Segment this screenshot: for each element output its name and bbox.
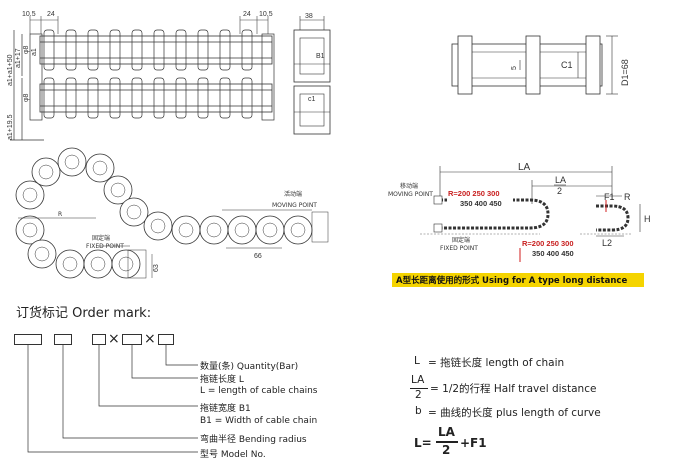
legend-b-text: = 曲线的长度 plus length of curve bbox=[428, 407, 601, 419]
label-fixed-cn-b: 固定端 bbox=[452, 236, 470, 244]
dim-d1-68: D1=68 bbox=[620, 59, 630, 86]
order-line-width-cn: 拖链宽度 B1 bbox=[200, 404, 251, 414]
dim-a1: a1 bbox=[31, 48, 38, 56]
r-values-top-2: 350 400 450 bbox=[460, 199, 502, 208]
r-values-bot-2: 350 400 450 bbox=[532, 249, 574, 258]
order-times-1: × bbox=[108, 331, 120, 347]
label-moving-cn-b: 移动端 bbox=[400, 182, 418, 190]
dim-66: 66 bbox=[254, 253, 262, 260]
legend-la-num: LA bbox=[411, 374, 425, 386]
dim-c1: c1 bbox=[308, 96, 316, 103]
dim-a1-a1-50: a1+a1+50 bbox=[7, 54, 14, 86]
order-line-quantity: 数量(条) Quantity(Bar) bbox=[200, 362, 299, 372]
dim-38: 38 bbox=[305, 13, 313, 20]
order-box-length bbox=[122, 334, 142, 345]
type-a-banner-text: A型长距离使用的形式 Using for A type long distanc… bbox=[396, 276, 628, 286]
dim-h: H bbox=[644, 214, 651, 224]
type-a-banner bbox=[392, 273, 644, 287]
dim-24-right: 24 bbox=[243, 11, 251, 18]
dim-f1: F1 bbox=[604, 192, 615, 202]
dim-phi8-b: φ8 bbox=[23, 93, 30, 102]
legend-b-symbol: b bbox=[415, 405, 422, 417]
order-line-length-en: L = length of cable chains bbox=[200, 386, 318, 396]
order-line-width-en: B1 = Width of cable chain bbox=[200, 416, 318, 426]
label-moving-cn: 活动端 bbox=[284, 190, 302, 198]
legend-la-text: = 1/2的行程 Half travel distance bbox=[430, 383, 597, 395]
dim-l2: L2 bbox=[602, 238, 612, 248]
formula-right: +F1 bbox=[460, 436, 487, 450]
r-values-top-1: R=200 250 300 bbox=[448, 189, 500, 198]
dim-10-5-left: 10.5 bbox=[22, 11, 36, 18]
dim-a1-plus-17: a1+17 bbox=[15, 48, 22, 68]
dim-b1: B1 bbox=[316, 53, 325, 60]
formula-left: L= bbox=[414, 436, 432, 450]
label-fixed-cn: 固定端 bbox=[92, 234, 110, 242]
order-box-width bbox=[92, 334, 106, 345]
label-fixed-en-b: FIXED POINT bbox=[440, 245, 478, 252]
label-moving-en-b: MOVING POINT bbox=[388, 191, 433, 198]
order-box-radius bbox=[54, 334, 72, 345]
order-mark-title: 订货标记 Order mark: bbox=[16, 306, 152, 321]
r-values-bot-1: R=200 250 300 bbox=[522, 239, 574, 248]
formula-num: LA bbox=[438, 425, 455, 439]
dim-5: 5 bbox=[511, 66, 518, 70]
dim-la2-num: LA bbox=[555, 175, 566, 185]
legend-l-text: = 拖链长度 length of chain bbox=[428, 357, 565, 369]
label-fixed-en: FIXED POINT bbox=[86, 243, 124, 250]
order-line-radius: 弯曲半径 Bending radius bbox=[200, 435, 307, 445]
dim-la2-den: 2 bbox=[557, 186, 562, 196]
label-r-bend: R bbox=[58, 211, 62, 218]
legend-la-bar bbox=[410, 388, 428, 389]
dim-la: LA bbox=[518, 162, 531, 173]
label-moving-en: MOVING POINT bbox=[272, 202, 317, 209]
dim-phi8-a: φ8 bbox=[23, 45, 30, 54]
order-line-length-cn: 拖链长度 L bbox=[200, 375, 244, 385]
dim-10-5-right: 10.5 bbox=[259, 11, 273, 18]
order-box-model bbox=[14, 334, 42, 345]
legend-la-den: 2 bbox=[415, 389, 422, 401]
formula-bar bbox=[436, 441, 458, 443]
dim-24-left: 24 bbox=[47, 11, 55, 18]
legend-l-symbol: L bbox=[414, 355, 420, 367]
order-box-quantity bbox=[158, 334, 174, 345]
formula-den: 2 bbox=[442, 443, 451, 457]
dim-63: 63 bbox=[153, 264, 160, 272]
order-line-model: 型号 Model No. bbox=[200, 450, 266, 460]
dim-r-right: R bbox=[624, 192, 631, 202]
order-times-2: × bbox=[144, 331, 156, 347]
dim-a1-19-5: a1+19.5 bbox=[7, 114, 14, 140]
dim-c1-section: C1 bbox=[561, 60, 573, 70]
